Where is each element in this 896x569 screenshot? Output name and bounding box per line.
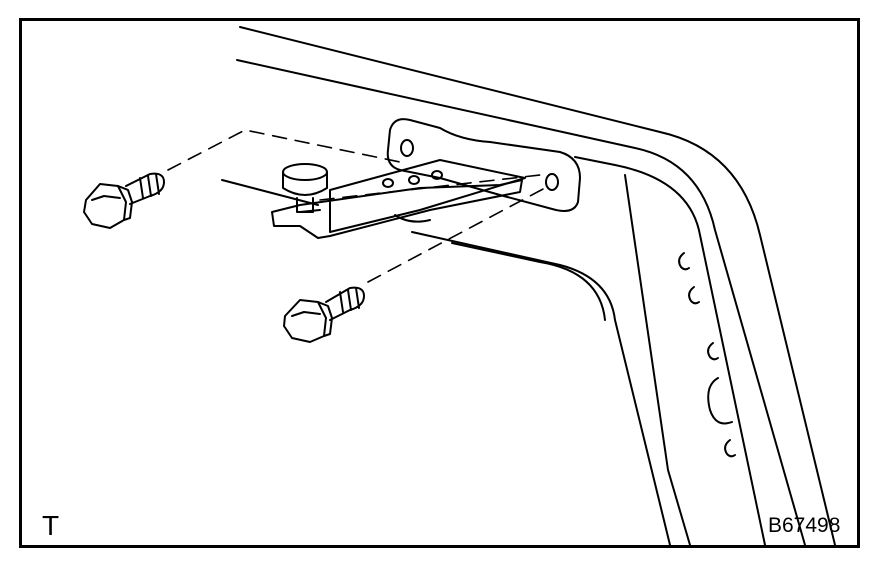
figure-frame bbox=[19, 18, 860, 548]
hinge-pin bbox=[282, 163, 328, 213]
corner-mark: T bbox=[42, 510, 60, 541]
hinge-arm bbox=[271, 159, 526, 239]
frame-clips bbox=[678, 252, 736, 458]
door-panel bbox=[221, 26, 836, 546]
bolt-lower bbox=[283, 286, 365, 343]
hinge-mounting-plate bbox=[386, 118, 581, 212]
alignment-lines bbox=[167, 129, 546, 283]
bolt-upper bbox=[83, 172, 165, 229]
figure-id: B67498 bbox=[768, 514, 841, 537]
